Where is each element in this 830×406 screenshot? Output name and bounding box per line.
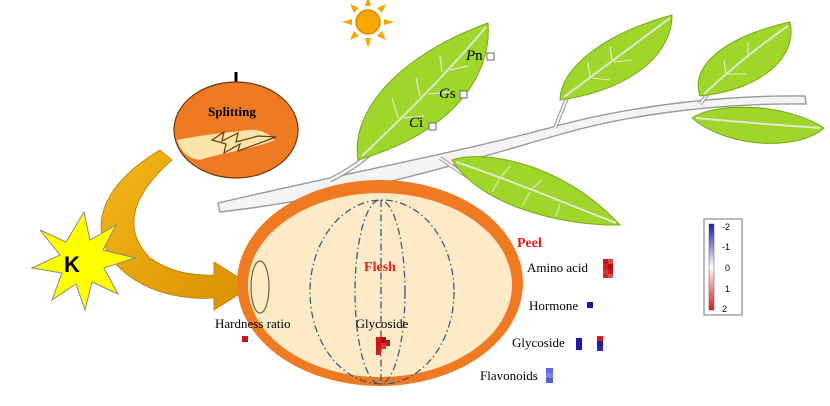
leaf-param-pn: Pn bbox=[465, 48, 494, 64]
svg-text:Ci: Ci bbox=[409, 115, 423, 131]
ci-indicator bbox=[429, 123, 436, 130]
glycoside-peel-heatmap bbox=[576, 336, 603, 351]
pn-indicator bbox=[487, 53, 494, 60]
svg-text:Pn: Pn bbox=[465, 48, 483, 64]
hardness-ratio-label: Hardness ratio bbox=[215, 316, 290, 331]
leaf-right bbox=[692, 107, 824, 143]
svg-text:Gs: Gs bbox=[439, 86, 456, 102]
hardness-ratio-cell bbox=[242, 336, 248, 342]
k-label: K bbox=[64, 252, 80, 277]
leaf-top-middle bbox=[560, 15, 672, 100]
legend-gradient-bar bbox=[709, 224, 714, 310]
amino-acid-heatmap bbox=[603, 259, 613, 278]
color-legend: -2 -1 0 1 2 bbox=[704, 219, 742, 315]
amino-acid-label: Amino acid bbox=[527, 260, 589, 275]
splitting-label: Splitting bbox=[208, 104, 256, 119]
hormone-label: Hormone bbox=[529, 298, 578, 313]
main-fruit: Flesh Glycoside bbox=[237, 180, 523, 386]
glycoside-flesh-label: Glycoside bbox=[356, 316, 409, 331]
leaf-large bbox=[357, 23, 488, 160]
glycoside-peel-label: Glycoside bbox=[512, 335, 565, 350]
flavonoids-label: Flavonoids bbox=[480, 368, 538, 383]
flavonoids-heatmap bbox=[546, 368, 553, 383]
legend-tick: 1 bbox=[725, 284, 730, 294]
peel-label: Peel bbox=[517, 236, 542, 251]
sun-icon bbox=[342, 0, 394, 48]
gs-indicator bbox=[460, 91, 467, 98]
legend-tick: -1 bbox=[722, 242, 730, 252]
legend-tick: 0 bbox=[725, 263, 730, 273]
leaf-top-right bbox=[698, 22, 791, 96]
splitting-fruit: Splitting bbox=[174, 72, 298, 178]
legend-tick: 2 bbox=[722, 304, 727, 314]
flesh-label: Flesh bbox=[364, 260, 396, 275]
legend-tick: -2 bbox=[722, 222, 730, 232]
hormone-cell bbox=[587, 302, 593, 308]
